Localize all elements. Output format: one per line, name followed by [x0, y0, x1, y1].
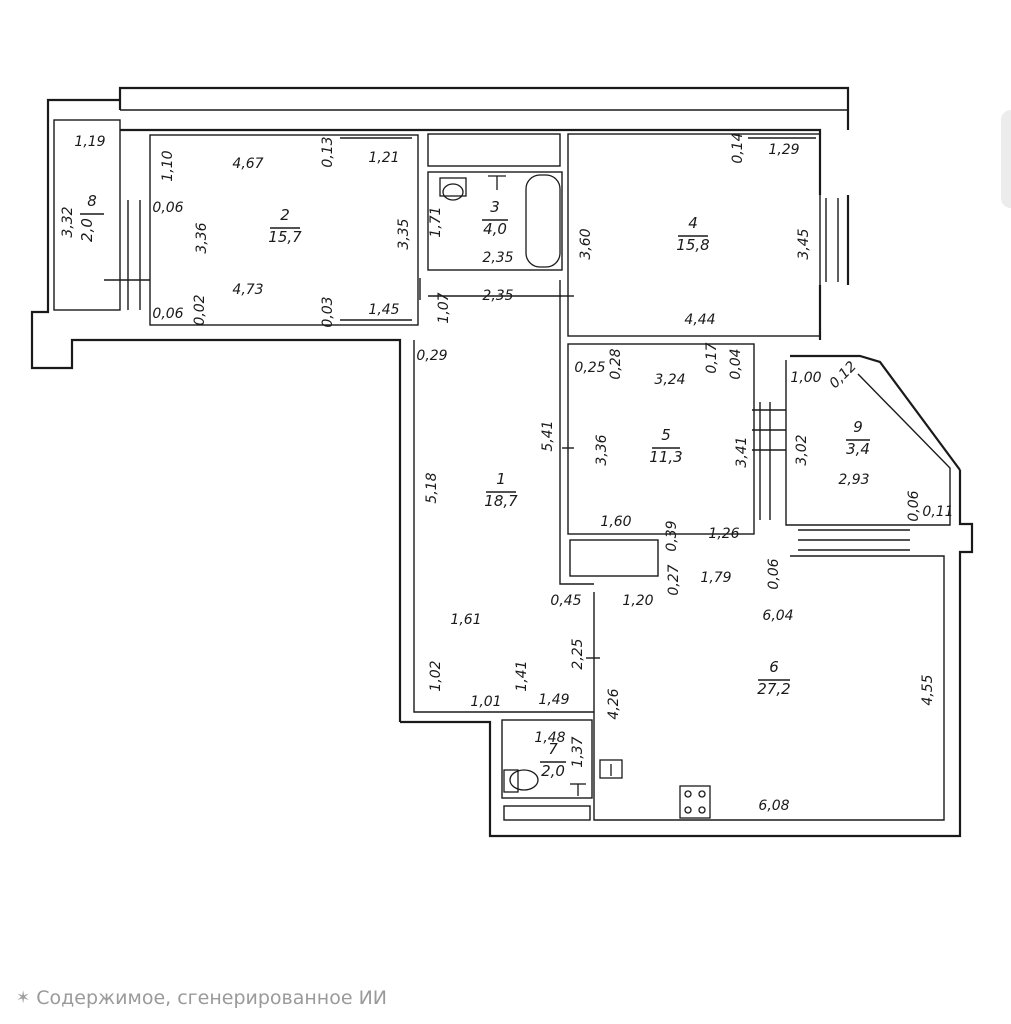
dimension-label: 1,79 [700, 570, 731, 586]
dimension-label: 1,01 [470, 694, 501, 710]
room-area: 4,0 [483, 220, 507, 238]
dimension-label: 3,60 [578, 228, 594, 259]
room-area: 27,2 [757, 680, 790, 698]
room-number: 9 [853, 418, 863, 436]
room-area: 18,7 [484, 492, 518, 510]
dimension-label: 3,35 [396, 218, 412, 249]
dimension-label: 0,13 [320, 136, 336, 167]
room-1-walls [413, 280, 600, 713]
dimension-label: 1,19 [74, 134, 105, 150]
dimension-label: 1,07 [436, 292, 452, 323]
dimension-label: 0,04 [728, 348, 744, 379]
ai-content-text: Содержимое, сгенерированное ИИ [36, 987, 388, 1009]
dimension-label: 0,25 [574, 360, 605, 376]
dimension-label: 1,45 [368, 302, 399, 318]
room-label-dividers [80, 213, 870, 763]
room-number: 5 [661, 426, 671, 444]
room-number: 2 [280, 206, 290, 224]
dimension-label: 0,03 [320, 296, 336, 327]
dimension-label: 3,41 [734, 436, 750, 467]
dimension-label: 0,29 [416, 348, 447, 364]
dimension-label: 0,27 [666, 564, 682, 595]
dimension-label: 0,28 [608, 348, 624, 379]
dimension-label: 0,02 [192, 294, 208, 325]
room-number: 6 [769, 658, 779, 676]
dimension-label: 1,71 [428, 206, 444, 237]
dimension-label: 1,61 [450, 612, 481, 628]
dimension-label: 0,11 [922, 504, 953, 520]
room-area: 11,3 [649, 448, 682, 466]
dimension-label: 3,36 [194, 222, 210, 253]
dimension-label: 1,20 [622, 593, 653, 609]
dimension-label: 3,36 [594, 434, 610, 465]
dimension-label: 2,35 [482, 288, 513, 304]
room-area: 15,7 [268, 228, 302, 246]
dimension-label: 4,67 [232, 156, 263, 172]
outer-walls [30, 86, 974, 838]
dimension-label: 0,06 [766, 558, 782, 589]
dimension-label: 2,35 [482, 250, 513, 266]
dimension-label: 6,08 [758, 798, 789, 814]
dimension-label: 6,04 [762, 608, 793, 624]
dimension-label: 1,49 [538, 692, 569, 708]
dimension-label: 3,32 [60, 206, 76, 237]
dimension-label: 0,06 [906, 490, 922, 521]
dimension-label: 5,41 [540, 420, 556, 451]
room-area: 2,0 [541, 762, 565, 780]
sparkle-icon: ✶ [16, 988, 31, 1008]
dimension-label: 0,06 [152, 306, 183, 322]
scroll-edge [1001, 110, 1011, 208]
dimension-label: 1,02 [428, 660, 444, 691]
dimension-label: 1,10 [160, 150, 176, 181]
room-5-walls [562, 343, 786, 577]
dimension-label: 0,39 [664, 520, 680, 551]
dimension-label: 3,02 [794, 434, 810, 465]
dimension-label: 0,06 [152, 200, 183, 216]
dimension-label: 0,14 [730, 132, 746, 163]
room-area: 3,4 [846, 440, 870, 458]
room-7-walls [501, 719, 623, 821]
dimension-label: 2,25 [570, 638, 586, 669]
dimension-label: 1,29 [768, 142, 799, 158]
dimension-label: 1,60 [600, 514, 631, 530]
room-area: 2,0 [78, 218, 96, 242]
ai-content-note: ✶ Содержимое, сгенерированное ИИ [16, 984, 387, 1012]
dimension-labels: 1,19 3,32 4,67 0,13 1,21 1,10 0,06 3,36 3,35 4,73… [60, 132, 954, 814]
dimension-label: 4,26 [606, 688, 622, 719]
dimension-label: 1,48 [534, 730, 565, 746]
dimension-label: 0,45 [550, 593, 581, 609]
dimension-label: 5,18 [424, 472, 440, 503]
dimension-label: 3,45 [796, 228, 812, 259]
stove-icon [679, 785, 711, 819]
dimension-label: 4,44 [684, 312, 715, 328]
dimension-label: 0,12 [826, 358, 859, 391]
dimension-label: 4,73 [232, 282, 263, 298]
room-labels: 1 18,7 2 15,7 3 4,0 4 15,8 5 11,3 6 27,2 7 2,0 8 2,0 9 3,… [78, 192, 870, 780]
room-number: 1 [496, 470, 506, 488]
dimension-label: 3,24 [654, 372, 685, 388]
dimension-label: 1,26 [708, 526, 739, 542]
room-2-walls [104, 134, 419, 326]
room-number: 7 [548, 740, 558, 758]
room-area: 15,8 [676, 236, 709, 254]
dimension-label: 4,55 [920, 674, 936, 705]
room-number: 8 [87, 192, 97, 210]
dimension-label: 1,21 [368, 150, 399, 166]
room-number: 3 [490, 198, 500, 216]
dimension-label: 1,00 [790, 370, 821, 386]
room-number: 4 [688, 214, 698, 232]
dimension-label: 1,37 [570, 736, 586, 767]
room-3-walls [419, 133, 563, 300]
dimension-label: 2,93 [838, 472, 869, 488]
dimension-label: 0,17 [704, 342, 720, 373]
room-4-walls [562, 133, 839, 337]
dimension-label: 1,41 [514, 660, 530, 691]
